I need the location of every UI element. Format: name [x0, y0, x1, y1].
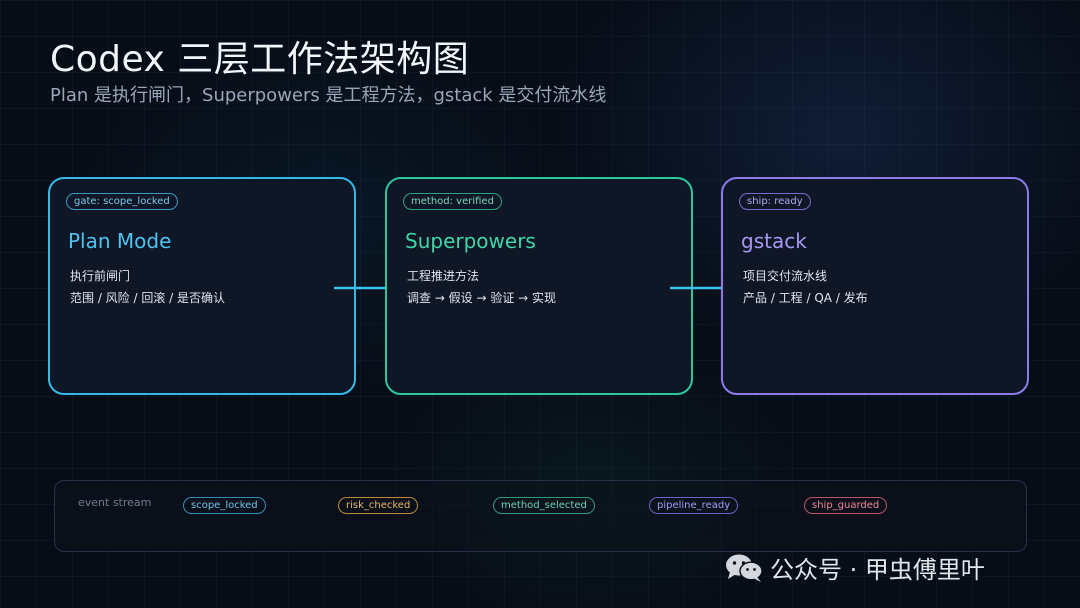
page-subtitle: Plan 是执行闸门，Superpowers 是工程方法，gstack 是交付流… [50, 85, 607, 106]
superpowers-card: method: verified Superpowers 工程推进方法 调查 →… [385, 177, 693, 395]
plan-mode-detail: 范围 / 风险 / 回滚 / 是否确认 [70, 291, 226, 305]
event-chip: method_selected [493, 497, 595, 514]
page-title: Codex 三层工作法架构图 [50, 39, 470, 80]
watermark-text: 公众号 · 甲虫傅里叶 [770, 556, 985, 584]
superpowers-detail: 调查 → 假设 → 验证 → 实现 [407, 291, 557, 305]
watermark: 公众号 · 甲虫傅里叶 [724, 550, 985, 585]
gstack-badge: ship: ready [739, 193, 811, 210]
plan-mode-badge: gate: scope_locked [66, 193, 178, 210]
gstack-title: gstack [741, 229, 807, 253]
event-chip: ship_guarded [804, 497, 888, 514]
event-chip: pipeline_ready [649, 497, 739, 514]
event-stream-panel: event stream scope_locked risk_checked m… [54, 480, 1027, 552]
superpowers-desc: 工程推进方法 [407, 269, 480, 283]
wechat-icon [726, 554, 763, 582]
plan-mode-card: gate: scope_locked Plan Mode 执行前闸门 范围 / … [48, 177, 356, 395]
gstack-detail: 产品 / 工程 / QA / 发布 [743, 291, 868, 305]
event-chip: risk_checked [338, 497, 419, 514]
gstack-card: ship: ready gstack 项目交付流水线 产品 / 工程 / QA … [721, 177, 1029, 395]
superpowers-badge: method: verified [403, 193, 502, 210]
plan-mode-title: Plan Mode [68, 229, 172, 253]
plan-mode-desc: 执行前闸门 [70, 269, 131, 283]
event-chip: scope_locked [183, 497, 266, 514]
event-stream-label: event stream [78, 496, 152, 509]
gstack-desc: 项目交付流水线 [743, 269, 828, 283]
superpowers-title: Superpowers [405, 229, 536, 253]
